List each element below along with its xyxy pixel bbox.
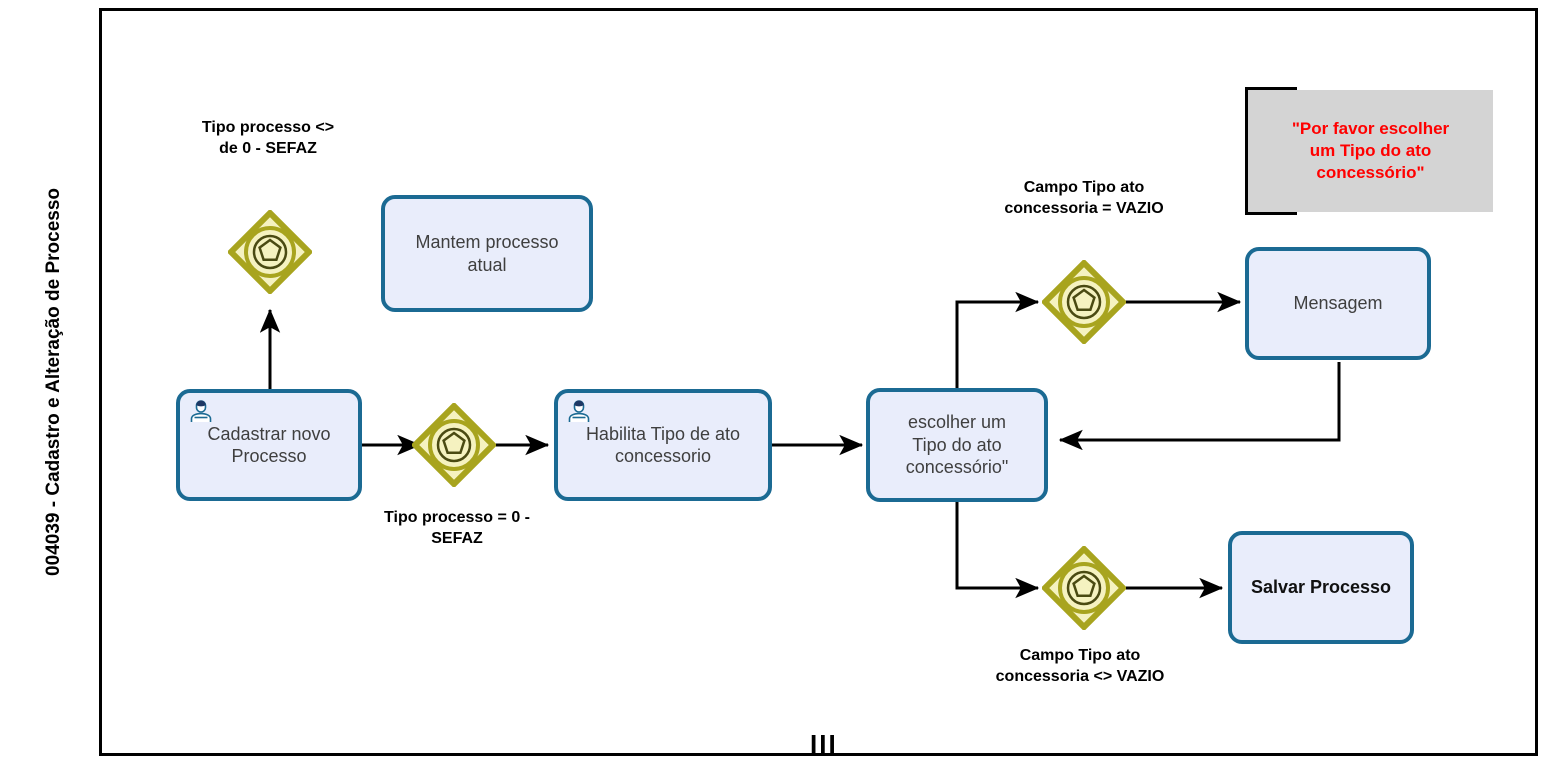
condition-label-campo-vazio: Campo Tipo ato concessoria = VAZIO <box>1004 179 1164 217</box>
task-label: Habilita Tipo de ato concessorio <box>585 423 741 467</box>
lane-title: 004039 - Cadastro e Alteração de Process… <box>42 188 64 576</box>
gateway-tipo-processo-main[interactable] <box>410 401 498 489</box>
task-label: Cadastrar novo Processo <box>207 423 331 467</box>
condition-label-campo-nao-vazio: Campo Tipo ato concessoria <> VAZIO <box>995 647 1165 685</box>
condition-label-tipo-processo-diferente: Tipo processo <> de 0 - SEFAZ <box>201 119 335 157</box>
task-label: Mantem processo atual <box>415 232 559 275</box>
task-mantem-processo-atual[interactable]: Mantem processo atual <box>381 195 593 312</box>
task-mensagem[interactable]: Mensagem <box>1245 247 1431 360</box>
task-label: escolher um Tipo do ato concessório" <box>905 412 1009 478</box>
gateway-campo-nao-vazio[interactable] <box>1040 544 1128 632</box>
task-label: Salvar Processo <box>1250 577 1392 598</box>
task-salvar-processo[interactable]: Salvar Processo <box>1228 531 1414 644</box>
lane-header: 004039 - Cadastro e Alteração de Process… <box>8 8 102 756</box>
task-escolher-tipo-ato-concessorio[interactable]: escolher um Tipo do ato concessório" <box>866 388 1048 502</box>
gateway-campo-vazio[interactable] <box>1040 258 1128 346</box>
task-label: Mensagem <box>1293 293 1383 314</box>
task-habilita-tipo-ato-concessorio[interactable]: Habilita Tipo de ato concessorio <box>554 389 772 501</box>
condition-label-tipo-processo-igual: Tipo processo = 0 - SEFAZ <box>384 509 530 547</box>
parallel-marker: III <box>810 729 838 759</box>
annotation-mensagem: "Por favor escolher um Tipo do ato conce… <box>1245 87 1493 215</box>
user-icon <box>188 399 214 425</box>
user-icon <box>566 399 592 425</box>
annotation-text: "Por favor escolher um Tipo do ato conce… <box>1291 118 1450 183</box>
gateway-tipo-processo-top[interactable] <box>226 208 314 296</box>
task-cadastrar-novo-processo[interactable]: Cadastrar novo Processo <box>176 389 362 501</box>
